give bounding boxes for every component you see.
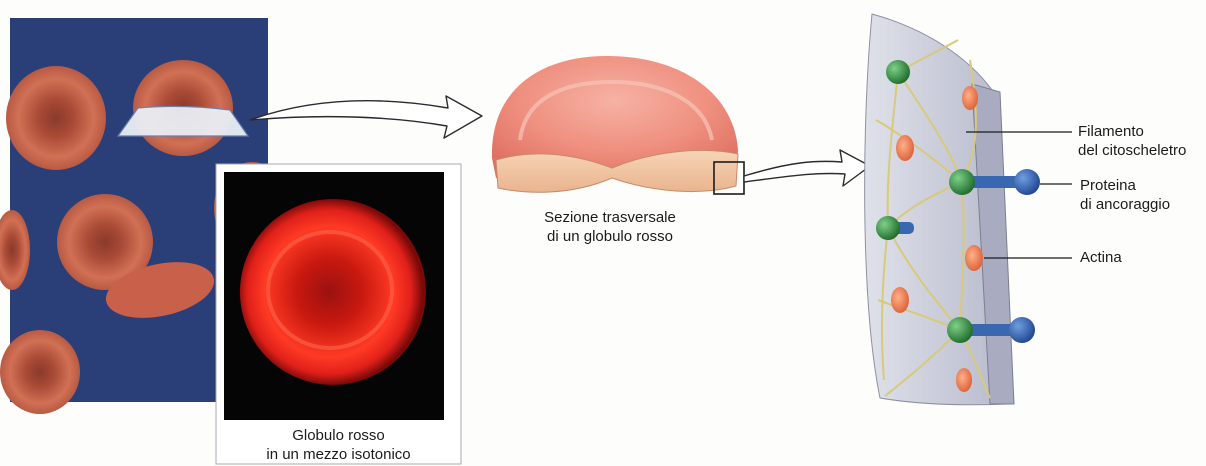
actin-label: Actina xyxy=(1080,248,1122,267)
rbc-illustration xyxy=(6,66,106,170)
anchor-protein-label-line-2: di ancoraggio xyxy=(1080,195,1170,214)
arrow-to-cross-section xyxy=(250,96,482,138)
cross-section-caption: Sezione trasversale di un globulo rosso xyxy=(520,208,700,246)
actin-dot xyxy=(962,86,978,110)
filament-label-line-1: Filamento xyxy=(1078,122,1186,141)
actin-label-text: Actina xyxy=(1080,248,1122,267)
filament-node xyxy=(947,317,973,343)
filament-node xyxy=(876,216,900,240)
actin-dot xyxy=(965,245,983,271)
membrane-detail xyxy=(865,14,1072,405)
filament-label-line-2: del citoscheletro xyxy=(1078,141,1186,160)
micrograph-caption-line-1: Globulo rosso xyxy=(216,426,461,445)
filament-label: Filamento del citoscheletro xyxy=(1078,122,1186,160)
filament-node xyxy=(886,60,910,84)
actin-dot xyxy=(896,135,914,161)
anchor-protein-head xyxy=(1009,317,1035,343)
cross-section-caption-line-2: di un globulo rosso xyxy=(520,227,700,246)
micrograph-caption-line-2: in un mezzo isotonico xyxy=(216,445,461,464)
cross-section-illustration xyxy=(492,56,744,194)
cross-section-caption-line-1: Sezione trasversale xyxy=(520,208,700,227)
arrow-to-membrane-detail xyxy=(744,150,870,186)
rbc-illustration xyxy=(0,330,80,414)
actin-dot xyxy=(891,287,909,313)
anchor-protein-head xyxy=(1014,169,1040,195)
filament-node xyxy=(949,169,975,195)
anchor-protein-label: Proteina di ancoraggio xyxy=(1080,176,1170,214)
micrograph-caption: Globulo rosso in un mezzo isotonico xyxy=(216,426,461,464)
anchor-protein-label-line-1: Proteina xyxy=(1080,176,1170,195)
micrograph-panel xyxy=(216,164,461,464)
cut-plane xyxy=(118,106,248,136)
actin-dot xyxy=(956,368,972,392)
